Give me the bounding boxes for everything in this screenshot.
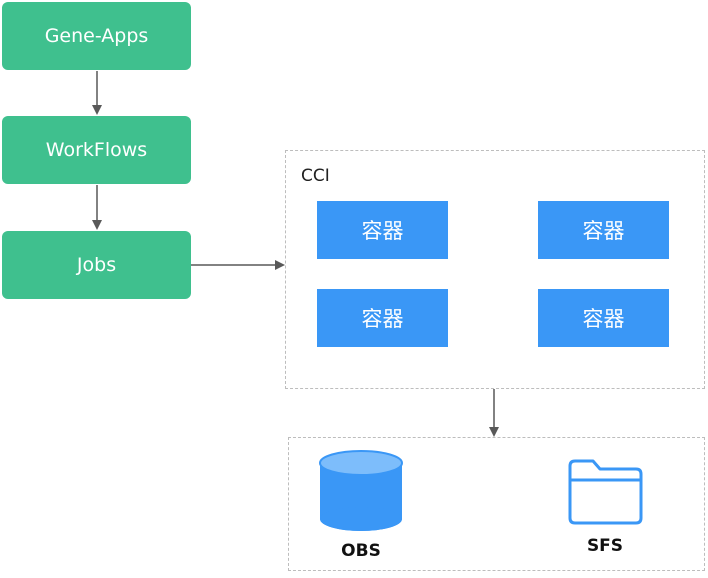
cci-label: CCI (301, 166, 330, 186)
container-box: 容器 (317, 201, 448, 259)
container-label: 容器 (361, 219, 404, 243)
gene-apps-node: Gene-Apps (2, 2, 191, 70)
container-box: 容器 (538, 201, 669, 259)
workflows-label: WorkFlows (45, 139, 148, 161)
gene-apps-label: Gene-Apps (44, 25, 149, 47)
workflows-node: WorkFlows (2, 116, 191, 184)
database-icon (319, 450, 403, 531)
jobs-node: Jobs (2, 231, 191, 299)
container-label: 容器 (361, 307, 404, 331)
storage-group (288, 437, 705, 571)
cci-group (285, 150, 705, 389)
sfs-label: SFS (586, 536, 624, 556)
container-label: 容器 (582, 219, 625, 243)
jobs-label: Jobs (76, 254, 117, 276)
obs-label: OBS (341, 541, 381, 561)
container-box: 容器 (317, 289, 448, 347)
folder-icon (568, 459, 643, 525)
container-label: 容器 (582, 307, 625, 331)
container-box: 容器 (538, 289, 669, 347)
